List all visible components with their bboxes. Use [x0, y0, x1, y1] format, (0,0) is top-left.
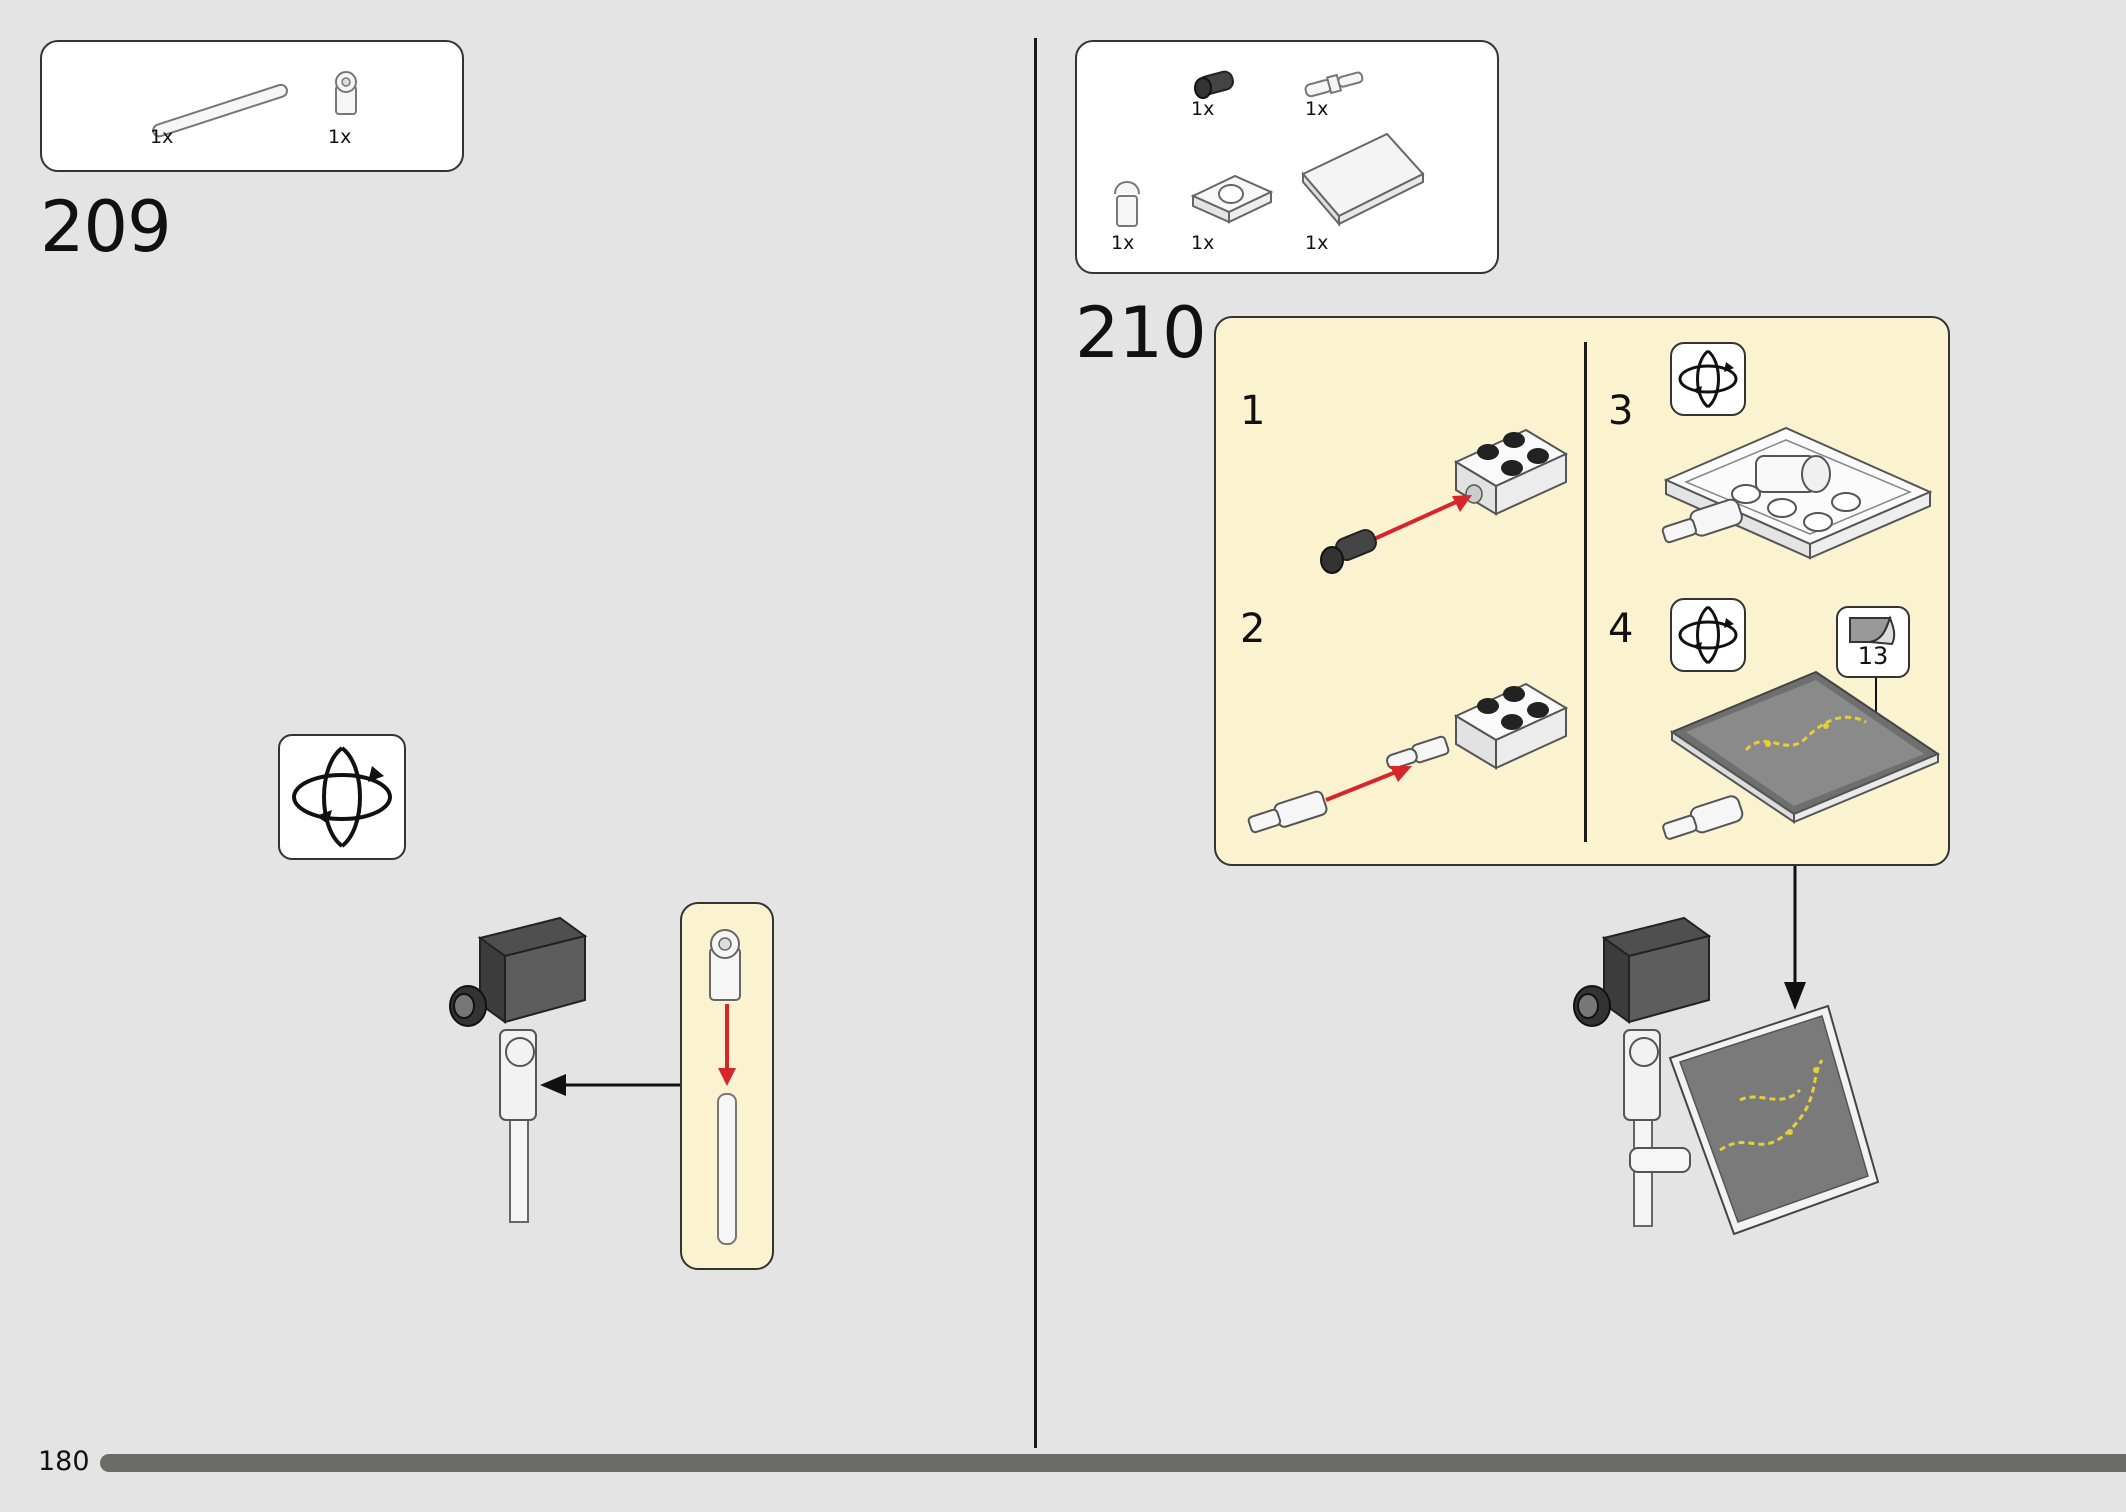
substep-1-illustration [1320, 428, 1569, 574]
rotate-icon [1678, 605, 1738, 665]
substep-4: 4 [1608, 606, 1634, 652]
clip-part-icon [335, 71, 357, 115]
camera-assembly-209 [449, 916, 588, 1223]
clip-on-axle-illustration [709, 929, 741, 1245]
qty-bar-with-pin: 1x [1305, 98, 1329, 120]
assembly-arrow-209 [540, 1074, 680, 1096]
camera-with-map-assembly-210 [1573, 916, 1880, 1236]
plate-pin-hole-icon [1190, 174, 1274, 224]
step-number-209: 209 [40, 186, 172, 268]
rotate-icon [292, 746, 392, 848]
rotate-box-substep-3 [1670, 342, 1746, 416]
rotate-model-box-209 [278, 734, 406, 860]
axle-pin-dark-icon [1194, 70, 1234, 99]
rotate-box-substep-4 [1670, 598, 1746, 672]
substep-3: 3 [1608, 388, 1634, 434]
clip-with-bar-icon [1114, 181, 1140, 227]
axle-part-icon [152, 83, 288, 138]
qty-clip-with-bar: 1x [1111, 232, 1135, 254]
qty-tile: 1x [1305, 232, 1329, 254]
substep-3-illustration [1661, 426, 1933, 560]
substep-4-illustration [1662, 670, 1941, 840]
sticker-number: 13 [1857, 642, 1889, 670]
qty-axle: 1x [150, 126, 174, 148]
rotate-icon [1678, 349, 1738, 409]
substep-2-illustration [1247, 682, 1569, 834]
sticker-icon [1849, 615, 1896, 646]
sub-assembly-callout-210: 1 2 3 4 [1214, 316, 1950, 866]
substep-1: 1 [1240, 388, 1266, 434]
page-divider [1034, 38, 1037, 1448]
qty-axle-pin: 1x [1191, 98, 1215, 120]
page-number: 180 [38, 1446, 90, 1477]
qty-plate: 1x [1191, 232, 1215, 254]
callout-divider [1584, 342, 1587, 842]
bar-with-pin-icon [1304, 71, 1364, 98]
sticker-callout: 13 [1836, 606, 1910, 678]
assembly-arrow-210 [1784, 866, 1806, 1010]
sub-assembly-callout-209 [680, 902, 774, 1270]
qty-clip: 1x [328, 126, 352, 148]
parts-list-209: 1x 1x [40, 40, 464, 172]
tile-6x6-icon [1301, 132, 1425, 227]
progress-bar [100, 1454, 2126, 1472]
substep-2: 2 [1240, 606, 1266, 652]
parts-list-210: 1x 1x 1x 1x 1x [1075, 40, 1499, 274]
step-number-210: 210 [1075, 292, 1207, 374]
